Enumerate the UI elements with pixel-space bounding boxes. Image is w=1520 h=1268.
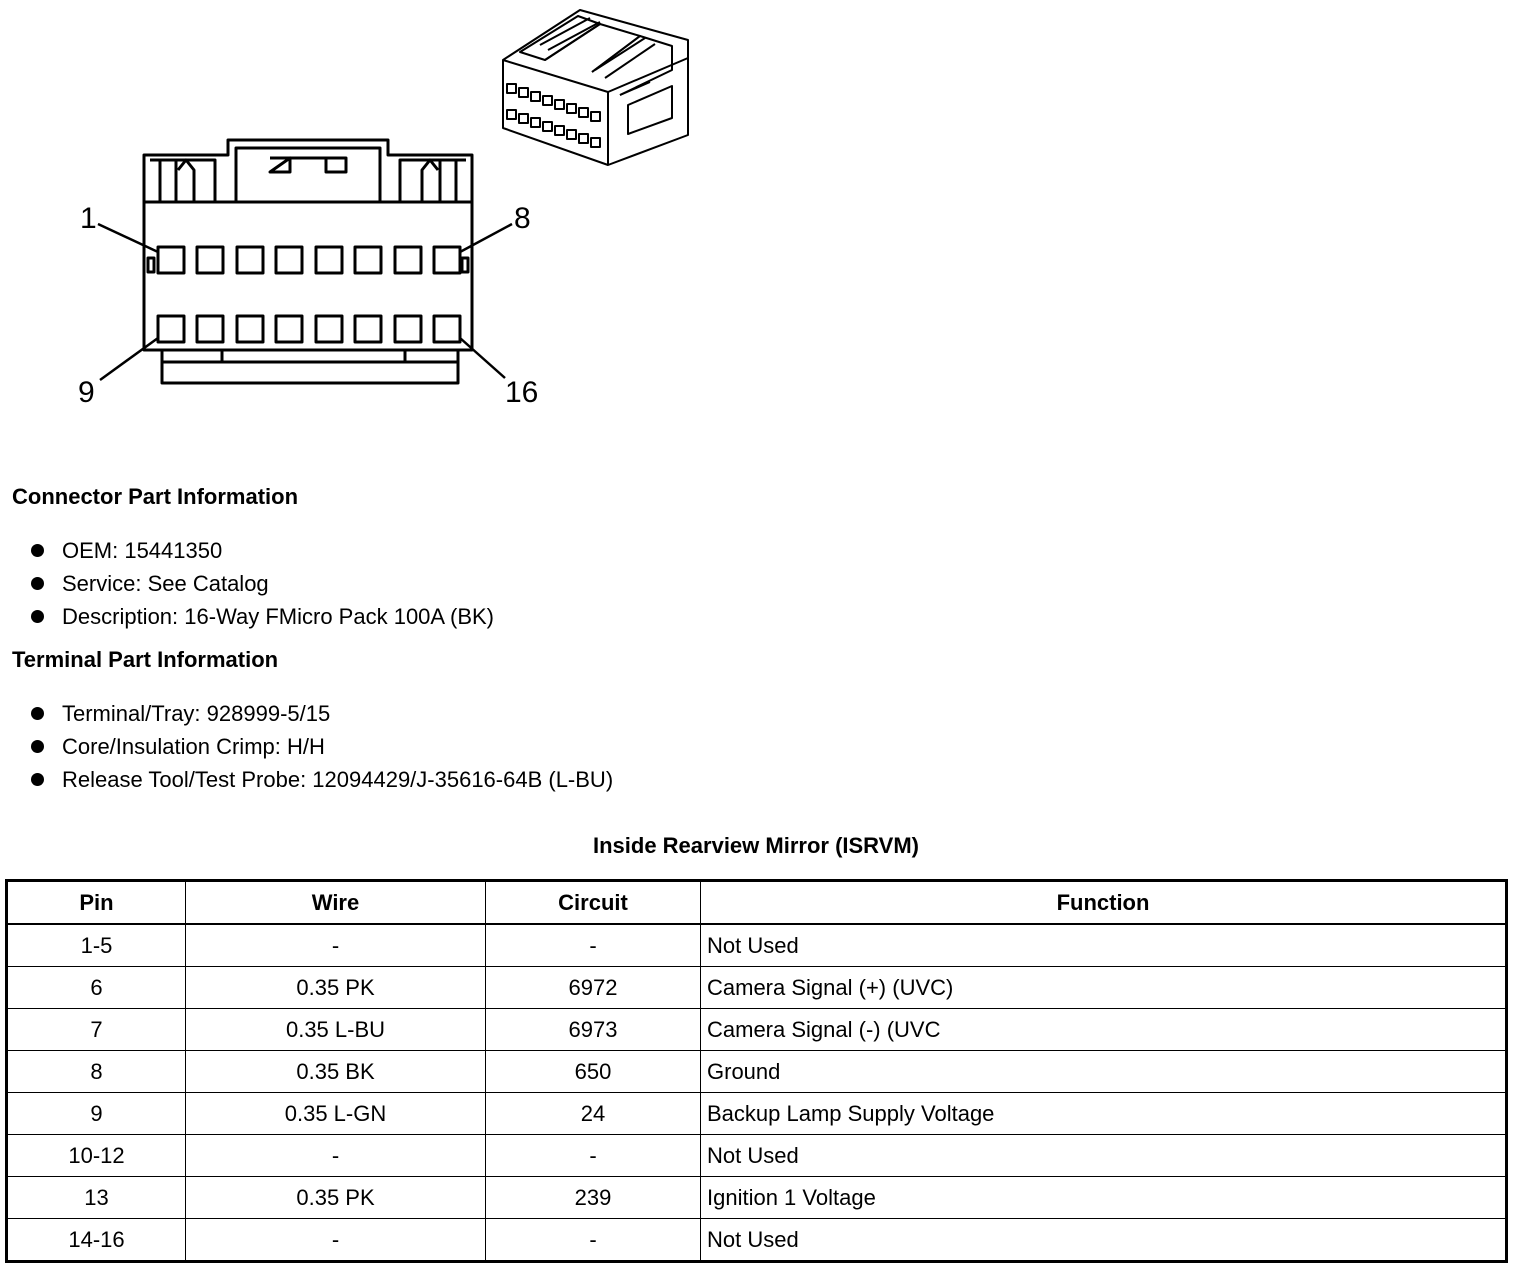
- bullet-icon: [31, 544, 44, 557]
- cell-pin: 1-5: [6, 923, 186, 967]
- leader-pin-1: [97, 222, 159, 254]
- list-item-text: Terminal/Tray: 928999-5/15: [62, 701, 331, 726]
- cell-function: Not Used: [700, 1134, 1507, 1177]
- cell-circuit: 6972: [485, 966, 701, 1009]
- connector-info-title: Connector Part Information: [12, 484, 299, 509]
- table-row: 6 0.35 PK 6972 Camera Signal (+) (UVC): [6, 966, 1507, 1009]
- leader-pin-9: [99, 336, 159, 382]
- cell-wire: 0.35 BK: [185, 1050, 486, 1093]
- cell-wire: -: [185, 1134, 486, 1177]
- cell-circuit: 650: [485, 1050, 701, 1093]
- cell-pin: 14-16: [6, 1218, 186, 1262]
- terminal-info-title: Terminal Part Information: [12, 647, 279, 672]
- cell-wire: 0.35 L-BU: [185, 1008, 486, 1051]
- cell-circuit: -: [485, 1218, 701, 1262]
- cell-function: Not Used: [700, 923, 1507, 967]
- cell-circuit: 6973: [485, 1008, 701, 1051]
- cell-pin: 6: [6, 966, 186, 1009]
- bullet-icon: [31, 707, 44, 720]
- cell-function: Backup Lamp Supply Voltage: [700, 1092, 1507, 1135]
- bullet-icon: [31, 740, 44, 753]
- cell-circuit: 24: [485, 1092, 701, 1135]
- table-row: 7 0.35 L-BU 6973 Camera Signal (-) (UVC: [6, 1008, 1507, 1051]
- header-pin: Pin: [6, 880, 186, 925]
- cell-pin: 10-12: [6, 1134, 186, 1177]
- cell-function: Not Used: [700, 1218, 1507, 1262]
- list-item: OEM: 15441350: [0, 534, 494, 567]
- cell-wire: -: [185, 1218, 486, 1262]
- list-item: Description: 16-Way FMicro Pack 100A (BK…: [0, 600, 494, 633]
- table-header-row: Pin Wire Circuit Function: [6, 880, 1507, 925]
- list-item-text: Release Tool/Test Probe: 12094429/J-3561…: [62, 767, 614, 792]
- table-title: Inside Rearview Mirror (ISRVM): [592, 833, 919, 858]
- cell-wire: 0.35 PK: [185, 1176, 486, 1219]
- cell-wire: 0.35 L-GN: [185, 1092, 486, 1135]
- pin-table: Pin Wire Circuit Function 1-5 - - Not Us…: [5, 879, 1508, 1263]
- cell-circuit: 239: [485, 1176, 701, 1219]
- list-item: Terminal/Tray: 928999-5/15: [0, 697, 613, 730]
- cell-function: Ground: [700, 1050, 1507, 1093]
- cavities-row-1: [156, 245, 462, 275]
- bullet-icon: [31, 577, 44, 590]
- terminal-info-list: Terminal/Tray: 928999-5/15 Core/Insulati…: [0, 697, 613, 796]
- cell-pin: 9: [6, 1092, 186, 1135]
- cell-pin: 13: [6, 1176, 186, 1219]
- table-row: 14-16 - - Not Used: [6, 1218, 1507, 1262]
- pin-label-16: 16: [505, 376, 538, 409]
- cell-function: Camera Signal (-) (UVC: [700, 1008, 1507, 1051]
- list-item: Release Tool/Test Probe: 12094429/J-3561…: [0, 763, 613, 796]
- leader-pin-16: [459, 337, 506, 379]
- connector-info-list: OEM: 15441350 Service: See Catalog Descr…: [0, 534, 494, 633]
- bullet-icon: [31, 610, 44, 623]
- list-item-text: Service: See Catalog: [62, 571, 269, 596]
- pin-label-9: 9: [78, 376, 95, 409]
- table-row: 10-12 - - Not Used: [6, 1134, 1507, 1177]
- connector-diagram: 1 8 9 16: [78, 9, 689, 409]
- list-item: Service: See Catalog: [0, 567, 494, 600]
- leader-pin-8: [459, 222, 513, 254]
- list-item-text: Description: 16-Way FMicro Pack 100A (BK…: [62, 604, 494, 629]
- header-function: Function: [700, 880, 1507, 925]
- cell-pin: 8: [6, 1050, 186, 1093]
- cell-circuit: -: [485, 923, 701, 967]
- table-row: 13 0.35 PK 239 Ignition 1 Voltage: [6, 1176, 1507, 1219]
- cavities-row-2: [156, 314, 462, 344]
- header-circuit: Circuit: [485, 880, 701, 925]
- list-item-text: Core/Insulation Crimp: H/H: [62, 734, 325, 759]
- cell-wire: 0.35 PK: [185, 966, 486, 1009]
- table-row: 1-5 - - Not Used: [6, 923, 1507, 967]
- cell-wire: -: [185, 923, 486, 967]
- table-row: 8 0.35 BK 650 Ground: [6, 1050, 1507, 1093]
- table-row: 9 0.35 L-GN 24 Backup Lamp Supply Voltag…: [6, 1092, 1507, 1135]
- pin-label-1: 1: [80, 202, 97, 235]
- connector-3d-view: [502, 9, 689, 166]
- list-item-text: OEM: 15441350: [62, 538, 223, 563]
- header-wire: Wire: [185, 880, 486, 925]
- cell-function: Ignition 1 Voltage: [700, 1176, 1507, 1219]
- bullet-icon: [31, 773, 44, 786]
- connector-face-view: [142, 138, 474, 385]
- cell-pin: 7: [6, 1008, 186, 1051]
- pin-label-8: 8: [514, 202, 531, 235]
- list-item: Core/Insulation Crimp: H/H: [0, 730, 613, 763]
- cell-circuit: -: [485, 1134, 701, 1177]
- cell-function: Camera Signal (+) (UVC): [700, 966, 1507, 1009]
